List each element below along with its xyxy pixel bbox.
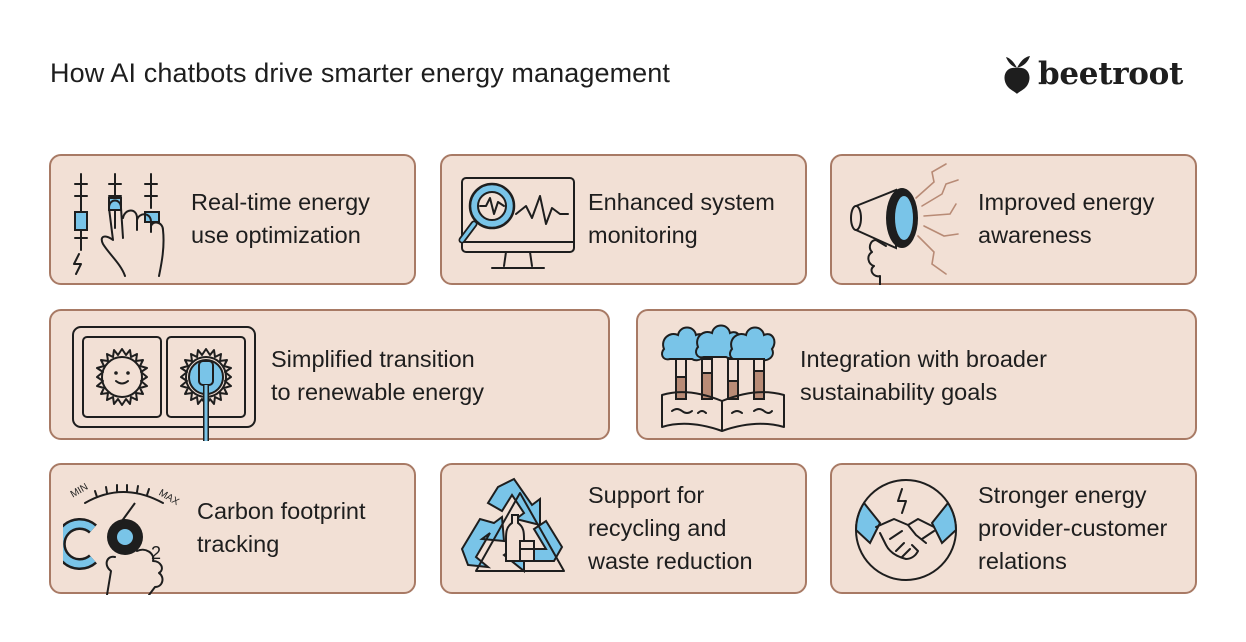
card-sustainability-integration: Integration with broader sustainability …	[636, 309, 1197, 440]
handshake-icon	[846, 473, 970, 587]
co2-dial-icon: MIN MAX 2	[63, 473, 189, 595]
card-label: Carbon footprint tracking	[197, 498, 366, 557]
sun-socket-icon	[71, 323, 261, 443]
dial-min-label: MIN	[69, 482, 90, 501]
card-label: Improved energy awareness	[978, 189, 1155, 248]
dial-max-label: MAX	[157, 488, 182, 509]
recycle-icon	[458, 475, 582, 585]
trees-book-icon	[658, 319, 788, 435]
card-label: Support for recycling and waste reductio…	[588, 482, 753, 574]
card-recycling-support: Support for recycling and waste reductio…	[440, 463, 807, 594]
card-label: Enhanced system monitoring	[588, 189, 775, 248]
card-label: Stronger energy provider-customer relati…	[978, 482, 1168, 574]
card-real-time-optimization: Real-time energy use optimization	[49, 154, 416, 285]
card-renewable-transition: Simplified transition to renewable energ…	[49, 309, 610, 443]
card-label: Simplified transition to renewable energ…	[271, 346, 484, 405]
card-energy-awareness: Improved energy awareness	[830, 154, 1197, 285]
sliders-hand-icon	[65, 168, 185, 278]
card-system-monitoring: Enhanced system monitoring	[440, 154, 807, 285]
card-carbon-tracking: MIN MAX 2 Carbon footprint tracking	[49, 463, 416, 595]
svg-text:2: 2	[151, 543, 161, 563]
card-provider-relations: Stronger energy provider-customer relati…	[830, 463, 1197, 594]
card-label: Integration with broader sustainability …	[800, 346, 1047, 405]
megaphone-icon	[846, 156, 966, 285]
brand-logo[interactable]: beetroot	[1000, 54, 1183, 94]
page-title: How AI chatbots drive smarter energy man…	[50, 58, 670, 88]
monitor-magnifier-icon	[456, 168, 580, 276]
card-label: Real-time energy use optimization	[191, 189, 370, 248]
beet-icon	[1004, 56, 1030, 94]
brand-name: beetroot	[1038, 56, 1184, 92]
